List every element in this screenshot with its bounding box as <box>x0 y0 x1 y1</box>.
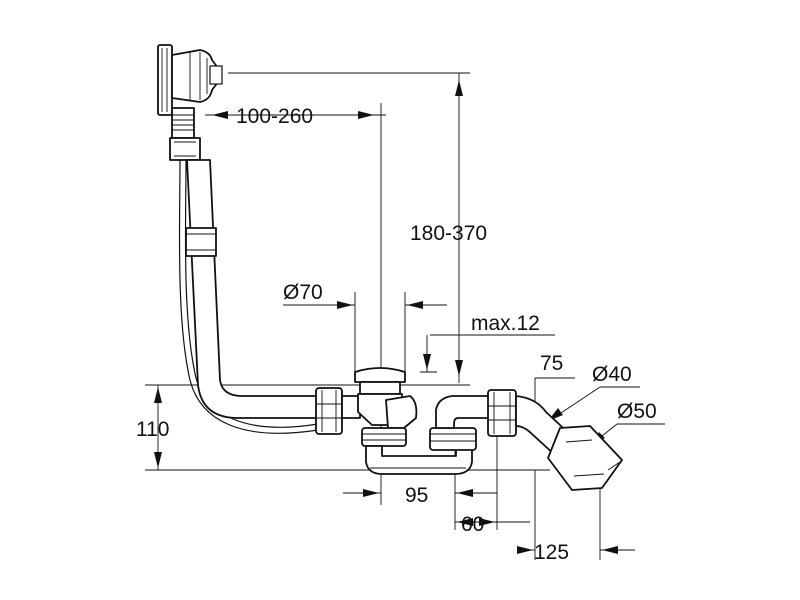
dimension-lines <box>145 72 665 560</box>
label-vertical-range: 180-370 <box>410 222 487 245</box>
label-outlet-offset: 75 <box>540 352 563 375</box>
label-trap-height: 110 <box>136 418 169 441</box>
label-max-height: max.12 <box>471 312 540 335</box>
label-waste-diameter: Ø70 <box>283 281 323 304</box>
label-overflow-extension: 100-260 <box>236 105 313 128</box>
label-outlet-distance: 60 <box>461 513 484 536</box>
label-trap-width: 95 <box>405 484 428 507</box>
label-pipe-distance: 125 <box>534 541 569 564</box>
label-pipe-diameter-small: Ø40 <box>592 363 632 386</box>
waste-trap-assembly <box>315 367 623 491</box>
overflow-assembly <box>157 44 319 434</box>
label-pipe-diameter-large: Ø50 <box>617 400 657 423</box>
dimension-labels: 100-260 180-370 Ø70 max.12 75 Ø40 Ø50 11… <box>136 105 657 564</box>
